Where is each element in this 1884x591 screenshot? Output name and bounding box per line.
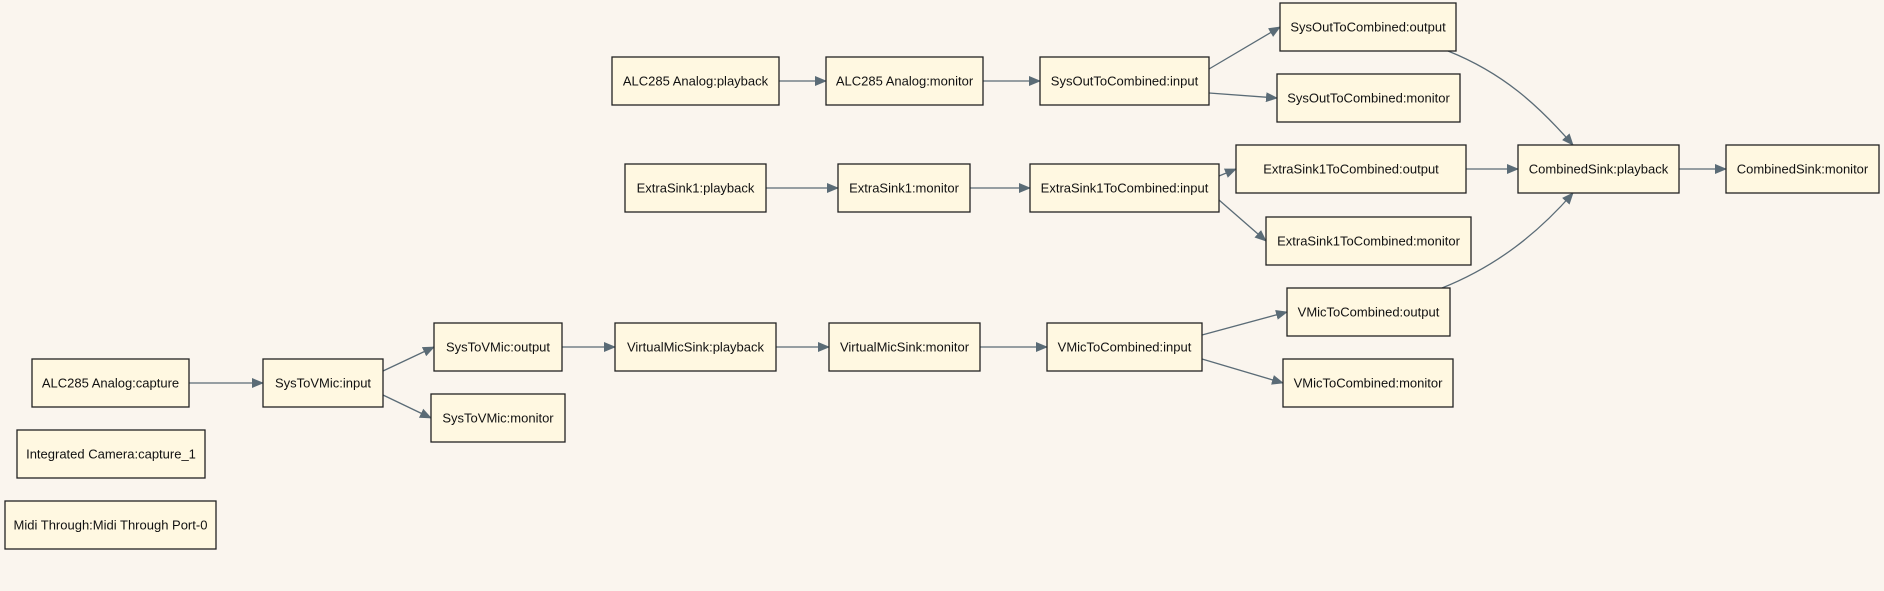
node-combined-playback: CombinedSink:playback <box>1517 144 1680 194</box>
node-midi-through: Midi Through:Midi Through Port-0 <box>4 500 217 550</box>
node-box <box>433 322 563 372</box>
edge-systovmic-input-to-systovmic-monitor <box>382 394 432 419</box>
node-label: ALC285 Analog:capture <box>42 376 179 391</box>
node-label: SysToVMic:input <box>275 376 371 391</box>
node-vmic-monitor: VMicToCombined:monitor <box>1282 358 1454 408</box>
node-label: VirtualMicSink:monitor <box>840 340 970 355</box>
node-vmicsink-monitor: VirtualMicSink:monitor <box>828 322 981 372</box>
edge-extra-input-to-extra-to-monitor <box>1218 199 1267 242</box>
node-label: ExtraSink1ToCombined:monitor <box>1277 234 1460 249</box>
node-box <box>1517 144 1680 194</box>
node-box <box>624 163 767 213</box>
edge-arrow <box>382 346 435 372</box>
nodes-layer: ALC285 Analog:playback ALC285 Analog:moni… <box>4 2 1880 550</box>
node-extra-to-monitor: ExtraSink1ToCombined:monitor <box>1265 216 1472 266</box>
node-label: ExtraSink1:playback <box>637 181 755 196</box>
node-box <box>1265 216 1472 266</box>
node-vmic-input: VMicToCombined:input <box>1046 322 1203 372</box>
node-label: Midi Through:Midi Through Port-0 <box>14 518 208 533</box>
node-sysout-monitor: SysOutToCombined:monitor <box>1276 73 1461 123</box>
edge-arrow <box>1218 199 1267 242</box>
node-label: VMicToCombined:input <box>1058 340 1192 355</box>
edge-arrow <box>1201 310 1288 336</box>
node-label: ALC285 Analog:monitor <box>836 74 974 89</box>
edge-sysout-input-to-sysout-output <box>1208 26 1281 70</box>
node-systovmic-input: SysToVMic:input <box>262 358 384 408</box>
edge-arrow <box>1441 192 1574 289</box>
node-box <box>614 322 777 372</box>
edge-arrow <box>1218 168 1237 178</box>
node-label: SysToVMic:monitor <box>442 411 554 426</box>
node-extra-output: ExtraSink1ToCombined:output <box>1235 144 1467 194</box>
node-label: ExtraSink1:monitor <box>849 181 959 196</box>
node-label: SysOutToCombined:output <box>1290 20 1446 35</box>
node-alc-capture: ALC285 Analog:capture <box>31 358 190 408</box>
node-box <box>4 500 217 550</box>
edges-layer <box>189 26 1727 419</box>
node-sysout-input: SysOutToCombined:input <box>1039 56 1210 106</box>
node-label: CombinedSink:playback <box>1529 162 1669 177</box>
node-label: SysOutToCombined:input <box>1051 74 1199 89</box>
node-box <box>837 163 971 213</box>
edge-arrow <box>1447 50 1574 146</box>
node-label: ExtraSink1ToCombined:output <box>1263 162 1439 177</box>
node-integrated-camera: Integrated Camera:capture_1 <box>16 429 206 479</box>
node-alc-playback: ALC285 Analog:playback <box>611 56 780 106</box>
edge-arrow <box>1201 358 1284 385</box>
node-alc-monitor: ALC285 Analog:monitor <box>825 56 984 106</box>
node-box <box>1279 2 1457 52</box>
node-systovmic-monitor: SysToVMic:monitor <box>430 393 566 443</box>
node-box <box>1282 358 1454 408</box>
node-box <box>1235 144 1467 194</box>
node-label: SysOutToCombined:monitor <box>1287 91 1450 106</box>
node-box <box>1725 144 1880 194</box>
node-box <box>1286 287 1451 337</box>
node-sysout-output: SysOutToCombined:output <box>1279 2 1457 52</box>
edge-sysout-input-to-sysout-monitor <box>1208 92 1278 103</box>
node-extra-input: ExtraSink1ToCombined:input <box>1029 163 1220 213</box>
node-label: ALC285 Analog:playback <box>623 74 769 89</box>
edge-vmic-output-to-combined-playback <box>1441 192 1574 289</box>
node-box <box>825 56 984 106</box>
edge-vmic-input-to-vmic-output <box>1201 310 1288 336</box>
node-label: Integrated Camera:capture_1 <box>26 447 196 462</box>
node-box <box>1276 73 1461 123</box>
node-label: VMicToCombined:output <box>1298 305 1440 320</box>
node-label: ExtraSink1ToCombined:input <box>1041 181 1209 196</box>
node-extra-playback: ExtraSink1:playback <box>624 163 767 213</box>
node-label: CombinedSink:monitor <box>1737 162 1869 177</box>
node-combined-monitor: CombinedSink:monitor <box>1725 144 1880 194</box>
node-box <box>1046 322 1203 372</box>
edge-vmic-input-to-vmic-monitor <box>1201 358 1284 385</box>
node-box <box>611 56 780 106</box>
node-label: SysToVMic:output <box>446 340 550 355</box>
node-box <box>262 358 384 408</box>
node-systovmic-output: SysToVMic:output <box>433 322 563 372</box>
edge-systovmic-input-to-systovmic-output <box>382 346 435 372</box>
node-vmicsink-playback: VirtualMicSink:playback <box>614 322 777 372</box>
node-extra-monitor: ExtraSink1:monitor <box>837 163 971 213</box>
node-box <box>31 358 190 408</box>
node-box <box>1039 56 1210 106</box>
node-vmic-output: VMicToCombined:output <box>1286 287 1451 337</box>
edge-arrow <box>1208 92 1278 103</box>
node-box <box>828 322 981 372</box>
edge-arrow <box>1208 26 1281 70</box>
node-box <box>1029 163 1220 213</box>
node-box <box>430 393 566 443</box>
edge-arrow <box>382 394 432 419</box>
edge-extra-input-to-extra-output <box>1218 168 1237 178</box>
edge-sysout-output-to-combined-playback <box>1447 50 1574 146</box>
node-label: VMicToCombined:monitor <box>1294 376 1444 391</box>
node-label: VirtualMicSink:playback <box>627 340 765 355</box>
node-box <box>16 429 206 479</box>
